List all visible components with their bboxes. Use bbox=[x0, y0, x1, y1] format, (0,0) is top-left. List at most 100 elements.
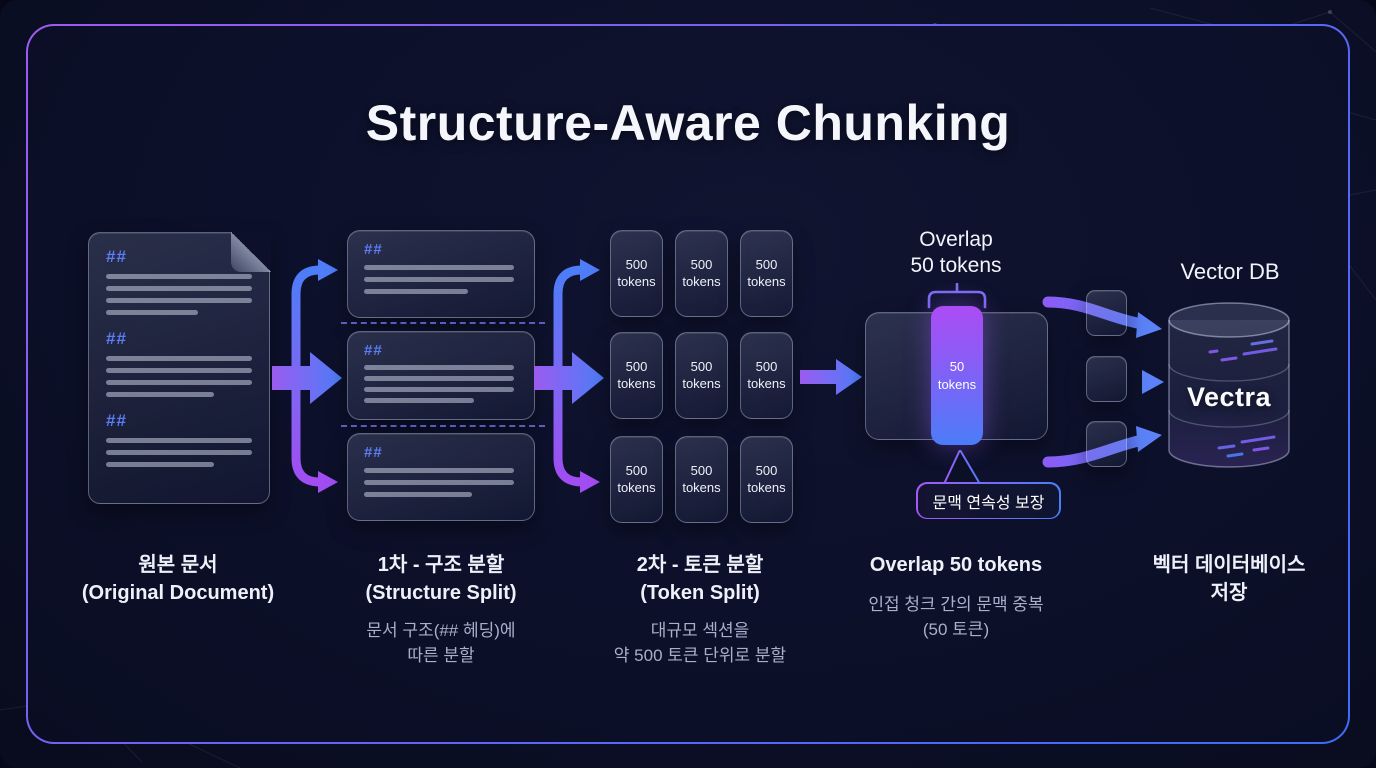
token-unit: tokens bbox=[617, 375, 656, 391]
overlap-subtitle: 인접 청크 간의 문맥 중복 (50 토큰) bbox=[828, 592, 1084, 642]
markdown-heading-marker: ## bbox=[364, 342, 383, 359]
db-flow-arrows-icon bbox=[1042, 296, 1164, 468]
token-count: 500 bbox=[690, 358, 713, 374]
token-unit: tokens bbox=[682, 479, 721, 495]
text-line bbox=[364, 277, 514, 282]
token-count: 500 bbox=[755, 358, 778, 374]
text-line bbox=[364, 289, 468, 294]
overlap-label: Overlap 50 tokens bbox=[840, 551, 1072, 579]
token-split-subtitle: 대규모 섹션을 약 500 토큰 단위로 분할 bbox=[575, 618, 825, 668]
split-divider-dashed bbox=[341, 425, 545, 427]
label-line: 저장 bbox=[1210, 582, 1248, 604]
text-line bbox=[364, 365, 514, 370]
text-line bbox=[106, 298, 252, 303]
text-line bbox=[106, 274, 252, 279]
overlap-bracket-icon bbox=[927, 283, 987, 309]
data-streaks-icon bbox=[1208, 339, 1278, 458]
text-line bbox=[106, 286, 252, 291]
token-count: 500 bbox=[755, 256, 778, 272]
text-line bbox=[106, 356, 252, 361]
label-line: Overlap 50 tokens bbox=[869, 554, 1043, 576]
token-count: 500 bbox=[755, 462, 778, 478]
text-line bbox=[364, 376, 514, 381]
label-line: 1차 - 구조 분할 bbox=[377, 554, 505, 576]
token-unit: tokens bbox=[747, 273, 786, 289]
text-line bbox=[106, 450, 252, 455]
token-count: 500 bbox=[690, 462, 713, 478]
label-line: 2차 - 토큰 분할 bbox=[636, 554, 764, 576]
token-unit: tokens bbox=[617, 479, 656, 495]
stored-chunk-card bbox=[1086, 290, 1127, 336]
label-line: (Original Document) bbox=[81, 582, 275, 604]
label-line: 벡터 데이터베이스 bbox=[1152, 554, 1306, 576]
token-unit: tokens bbox=[682, 375, 721, 391]
text-line bbox=[106, 392, 214, 397]
original-document-label: 원본 문서 (Original Document) bbox=[60, 551, 296, 607]
token-unit: tokens bbox=[682, 273, 721, 289]
db-name-label: Vectra bbox=[1186, 382, 1272, 412]
structure-chunk-card: ## bbox=[347, 230, 535, 318]
structure-split-label: 1차 - 구조 분할 (Structure Split) bbox=[330, 551, 552, 607]
callout-text: 문맥 연속성 보장 bbox=[917, 483, 1060, 518]
original-document-icon: ## ## ## bbox=[88, 231, 271, 504]
heading-line: Overlap bbox=[919, 228, 993, 251]
overlap-token-count: 50 bbox=[949, 358, 965, 374]
text-line bbox=[106, 438, 252, 443]
subtitle-line: 따른 분할 bbox=[407, 646, 475, 665]
branch-arrow-icon bbox=[534, 259, 604, 493]
callout-tail-icon bbox=[943, 450, 981, 485]
doc-section: ## bbox=[106, 329, 252, 397]
token-unit: tokens bbox=[747, 479, 786, 495]
text-line bbox=[106, 310, 198, 315]
text-line bbox=[106, 380, 252, 385]
markdown-heading-marker: ## bbox=[364, 241, 383, 258]
doc-section: ## bbox=[106, 411, 252, 467]
overlap-token-unit: tokens bbox=[937, 376, 977, 392]
stored-chunk-card bbox=[1086, 356, 1127, 402]
overlap-region-bar: 50 tokens bbox=[931, 306, 983, 445]
text-line bbox=[106, 462, 214, 467]
token-count: 500 bbox=[625, 462, 648, 478]
subtitle-line: 문서 구조(## 헤딩)에 bbox=[366, 621, 516, 640]
vector-db-label: 벡터 데이터베이스 저장 bbox=[1110, 551, 1348, 607]
subtitle-line: 인접 청크 간의 문맥 중복 bbox=[868, 595, 1044, 614]
database-cylinder-icon bbox=[1168, 302, 1290, 468]
token-split-label: 2차 - 토큰 분할 (Token Split) bbox=[585, 551, 815, 607]
text-line bbox=[364, 468, 514, 473]
doc-section: ## bbox=[106, 247, 252, 315]
text-line bbox=[106, 368, 252, 373]
structure-chunk-card: ## bbox=[347, 433, 535, 521]
label-line: 원본 문서 bbox=[138, 554, 218, 576]
structure-split-subtitle: 문서 구조(## 헤딩)에 따른 분할 bbox=[330, 618, 552, 668]
split-divider-dashed bbox=[341, 322, 545, 324]
token-unit: tokens bbox=[617, 273, 656, 289]
markdown-heading-marker: ## bbox=[106, 329, 127, 348]
structure-chunk-card: ## bbox=[347, 331, 535, 420]
subtitle-line: 약 500 토큰 단위로 분할 bbox=[613, 646, 787, 665]
text-line bbox=[364, 387, 514, 392]
branch-arrow-icon bbox=[272, 259, 342, 493]
token-unit: tokens bbox=[747, 375, 786, 391]
vector-db-heading: Vector DB bbox=[1180, 259, 1280, 284]
token-count: 500 bbox=[625, 256, 648, 272]
markdown-heading-marker: ## bbox=[364, 444, 383, 461]
text-line bbox=[364, 492, 472, 497]
stored-chunk-card bbox=[1086, 421, 1127, 467]
overlap-heading: Overlap 50 tokens bbox=[866, 227, 1046, 279]
markdown-heading-marker: ## bbox=[106, 247, 127, 266]
label-line: (Token Split) bbox=[640, 582, 760, 604]
subtitle-line: 대규모 섹션을 bbox=[650, 621, 750, 640]
page-title: Structure-Aware Chunking bbox=[365, 95, 1011, 151]
text-line bbox=[364, 398, 474, 403]
token-count: 500 bbox=[690, 256, 713, 272]
text-line bbox=[364, 480, 514, 485]
